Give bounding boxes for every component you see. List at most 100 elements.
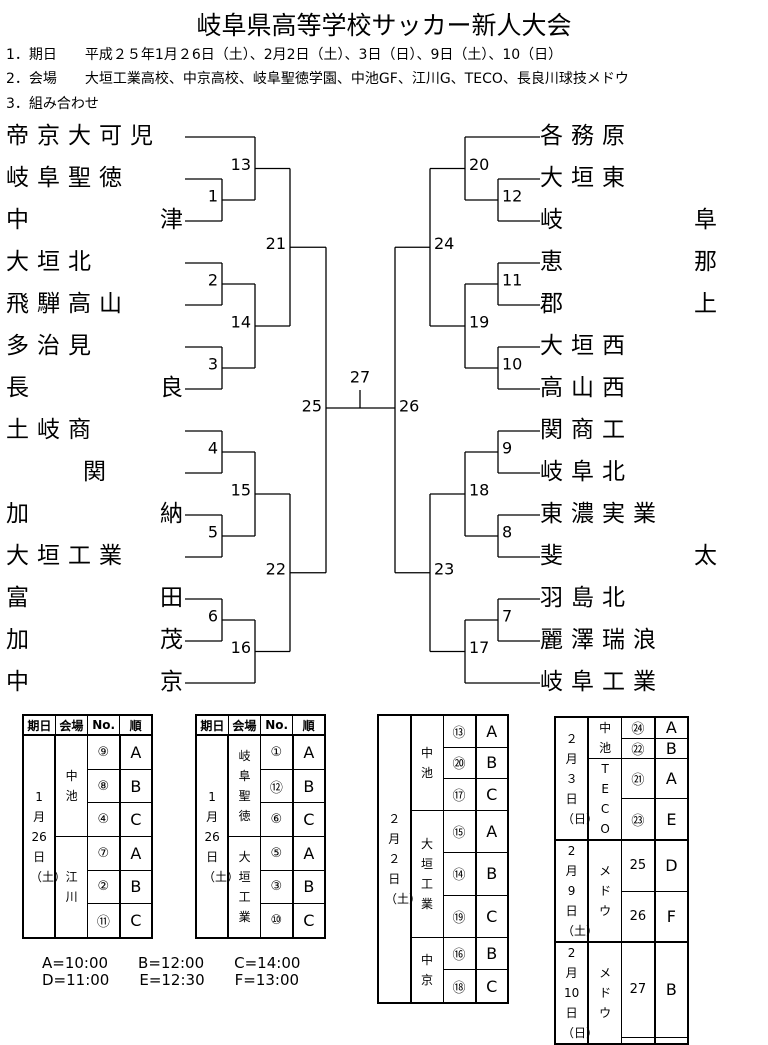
team-name: 岐阜工業: [540, 669, 664, 695]
match-number: 24: [434, 234, 454, 253]
match-order: A: [118, 734, 153, 770]
match-no: ④: [86, 802, 121, 837]
team-name: 関商工: [540, 417, 633, 443]
info-venues: 2．会場 大垣工業高校、中京高校、岐阜聖徳学園、中池GF、江川G、TECO、長良…: [6, 68, 629, 88]
team-name: 加納: [6, 501, 183, 527]
match-no: ⑧: [86, 768, 121, 804]
match-number: 3: [208, 355, 218, 374]
match-order: C: [118, 802, 153, 837]
match-number: 22: [266, 559, 286, 578]
match-no: ⑦: [86, 835, 121, 871]
match-no: ①: [259, 734, 294, 770]
team-name: 富田: [6, 585, 183, 611]
tournament-bracket: 1132314214515616222512201110192498187172…: [185, 136, 540, 684]
match-number: 27: [350, 368, 370, 387]
match-order: C: [291, 903, 326, 939]
match-order: F: [653, 890, 689, 943]
time-legend-2: D=11:00 E=12:30 F=13:00: [42, 971, 300, 989]
match-no: ㉑: [620, 757, 656, 800]
match-no: ⑮: [442, 809, 476, 854]
match-number: 2: [208, 271, 218, 290]
match-order: B: [474, 937, 509, 971]
match-date: 1月26日（土）: [22, 734, 66, 939]
match-order: C: [291, 802, 326, 837]
team-name: 中京: [6, 669, 183, 695]
table-header: 期日: [22, 714, 56, 736]
team-name: 麗澤瑞浪: [540, 627, 664, 653]
match-date: 2月9日（土）: [554, 839, 598, 943]
team-name: 高山西: [540, 375, 633, 401]
table-header: 順: [119, 714, 153, 736]
match-no: ③: [259, 869, 294, 905]
team-name: 斐太: [540, 543, 717, 569]
match-order: C: [474, 778, 509, 811]
info-dates: 1．期日 平成２５年1月２6日（土）、2月2日（土）、3日（日）、9日（土）、1…: [6, 44, 562, 64]
table-header: 順: [292, 714, 326, 736]
match-no: ⑲: [442, 894, 476, 939]
match-no: ⑨: [86, 734, 121, 770]
match-no: ㉒: [620, 737, 656, 759]
page-title: 岐阜県高等学校サッカー新人大会: [196, 11, 572, 40]
match-number: 14: [231, 313, 251, 332]
match-no: ⑥: [259, 802, 294, 837]
match-number: 16: [231, 638, 251, 657]
match-number: 8: [502, 523, 512, 542]
match-no: ⑬: [442, 714, 476, 748]
match-no: ⑯: [442, 937, 476, 971]
info-label: 3．組み合わせ: [6, 96, 99, 112]
match-order: A: [653, 757, 689, 800]
team-name: 岐阜聖徳: [6, 165, 130, 191]
match-order: [653, 1036, 689, 1045]
team-name: 関: [83, 459, 106, 485]
match-number: 18: [469, 481, 489, 500]
table-header: 期日: [195, 714, 229, 736]
match-no: ⑩: [259, 903, 294, 939]
match-number: 17: [469, 638, 489, 657]
match-venue: 中池: [54, 734, 89, 837]
match-venue: TECO: [587, 758, 623, 841]
match-no: ⑱: [442, 969, 476, 1004]
team-name: 恵那: [540, 249, 717, 275]
match-number: 26: [399, 397, 419, 416]
match-order: B: [474, 746, 509, 780]
match-order: B: [474, 852, 509, 896]
match-no: 25: [620, 839, 656, 892]
team-name: 郡上: [540, 291, 717, 317]
match-order: B: [118, 869, 153, 905]
team-name: 各務原: [540, 123, 633, 149]
match-order: A: [291, 835, 326, 871]
match-date: ２月３日（日）: [554, 716, 598, 841]
team-name: 大垣北: [6, 249, 99, 275]
team-name: 岐阜: [540, 207, 717, 233]
match-number: 19: [469, 313, 489, 332]
match-order: C: [474, 969, 509, 1004]
match-number: 5: [208, 523, 218, 542]
match-venue: メドウ: [587, 839, 623, 943]
match-no: ⑳: [442, 746, 476, 780]
team-name: 帝京大可児: [6, 123, 161, 149]
match-number: 15: [231, 481, 251, 500]
team-name: 土岐商: [6, 417, 99, 443]
team-name: 多治見: [6, 333, 99, 359]
match-number: 11: [502, 271, 522, 290]
table-header: 会場: [227, 714, 262, 736]
match-venue: 大垣工業: [227, 835, 262, 939]
match-date: ２月２日（土）: [377, 714, 421, 1004]
match-order: E: [653, 798, 689, 841]
